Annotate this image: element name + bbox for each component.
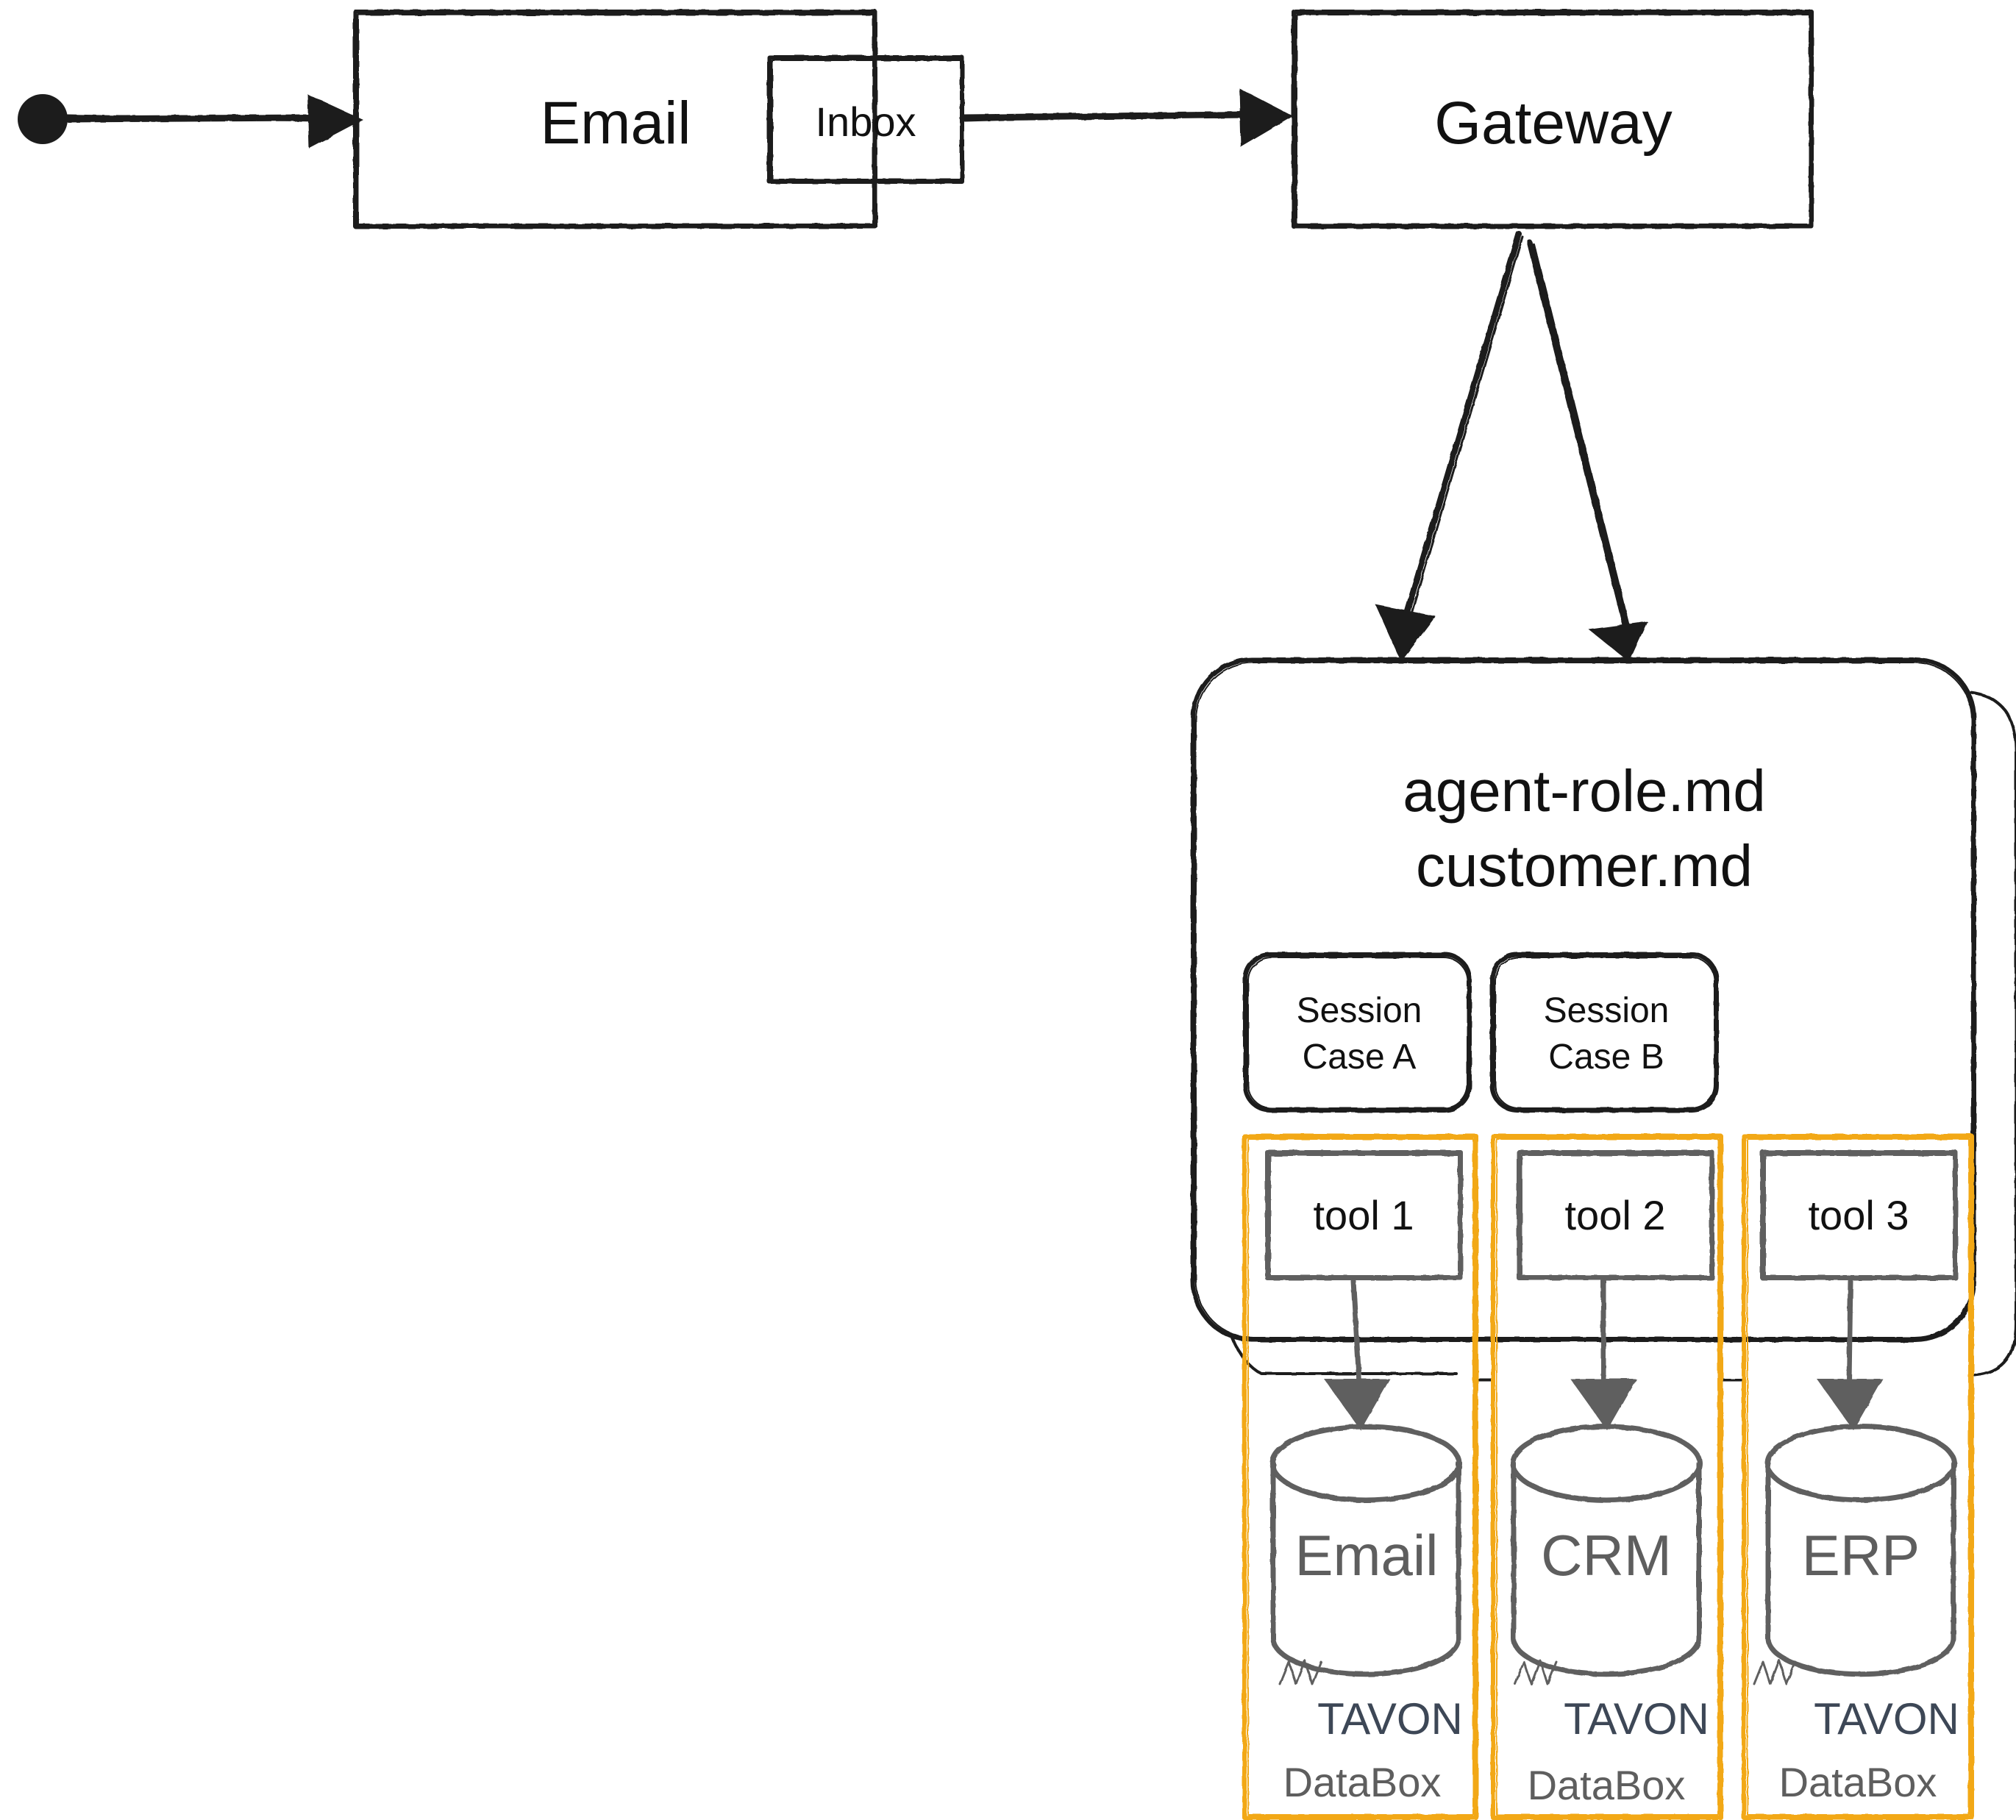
tool-3-label: tool 3 bbox=[1809, 1192, 1909, 1238]
email-store-label: Email bbox=[1294, 1523, 1438, 1588]
email-box[interactable] bbox=[353, 10, 877, 229]
gateway-box-label: Gateway bbox=[1434, 90, 1673, 157]
tool-2-label: tool 2 bbox=[1565, 1192, 1666, 1238]
tavon-logo-3: TAVON bbox=[1814, 1694, 1959, 1744]
agent-box[interactable] bbox=[1191, 657, 2016, 1377]
databox-label-1: DataBox bbox=[1283, 1759, 1442, 1805]
tavon-logo-2: TAVON bbox=[1564, 1694, 1709, 1744]
session-b-line2: Case B bbox=[1548, 1038, 1664, 1077]
databox-label-2: DataBox bbox=[1528, 1762, 1686, 1808]
customer-file: customer.md bbox=[1416, 833, 1753, 899]
arrow-gateway-to-agent-right bbox=[1527, 240, 1648, 662]
session-b-line1: Session bbox=[1544, 991, 1670, 1030]
start-node bbox=[18, 94, 68, 144]
arrow-inbox-to-gateway bbox=[960, 88, 1293, 147]
tool-1-label: tool 1 bbox=[1314, 1192, 1414, 1238]
agent-role-file: agent-role.md bbox=[1403, 758, 1766, 824]
arrow-gateway-to-agent-left bbox=[1375, 231, 1524, 662]
erp-store-label: ERP bbox=[1802, 1523, 1920, 1588]
crm-store-label: CRM bbox=[1541, 1523, 1672, 1588]
email-box-label: Email bbox=[540, 90, 691, 157]
tavon-logo-1: TAVON bbox=[1317, 1694, 1463, 1744]
session-a-line2: Case A bbox=[1303, 1038, 1417, 1077]
databox-connectors bbox=[1472, 1338, 1745, 1382]
databox-crm[interactable]: tool 2 CRM TAVON DataBox bbox=[1491, 1134, 1723, 1820]
session-case-a[interactable]: Session Case A bbox=[1243, 952, 1472, 1113]
databox-email[interactable]: tool 1 Email TAVON DataBox bbox=[1242, 1134, 1478, 1820]
session-a-line1: Session bbox=[1297, 991, 1422, 1030]
databox-erp[interactable]: tool 3 ERP TAVON DataBox bbox=[1742, 1134, 1974, 1820]
arrow-start-to-email bbox=[63, 94, 363, 149]
inbox-port-label: Inbox bbox=[816, 99, 916, 145]
session-case-b[interactable]: Session Case B bbox=[1490, 952, 1719, 1113]
databox-label-3: DataBox bbox=[1779, 1759, 1937, 1805]
gateway-box[interactable] bbox=[1292, 10, 1814, 229]
